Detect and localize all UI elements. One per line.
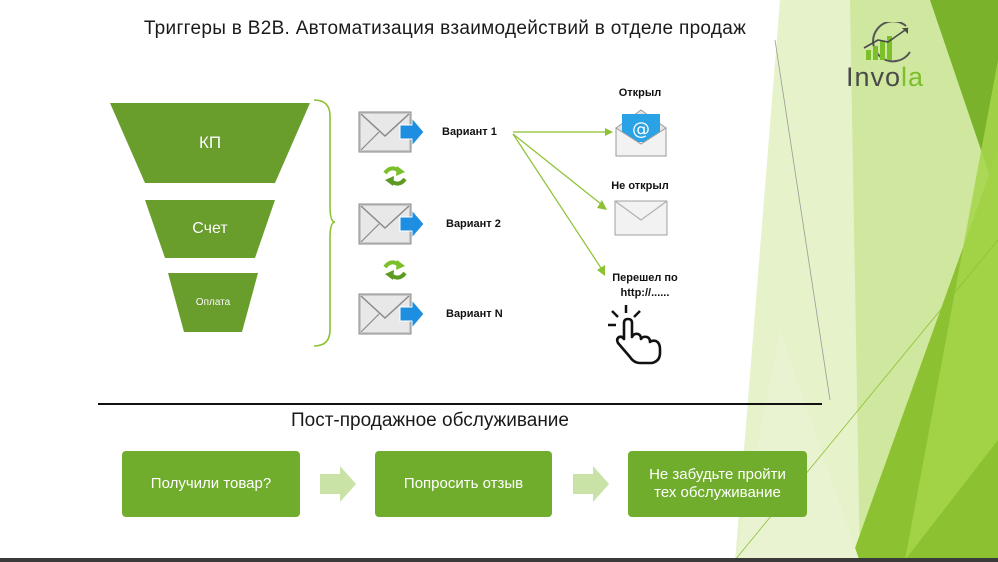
process-step-review-label: Попросить отзыв [403,475,524,492]
outcome-arrows [512,128,613,276]
email-icon-variant-n [358,293,425,335]
process-step-review: Попросить отзыв [375,451,552,517]
funnel-step-payment: Оплата [184,273,242,332]
variant-label-1: Вариант 1 [442,126,497,138]
process-arrow-2 [573,466,609,502]
cycle-icon-1 [383,166,407,186]
funnel-step-invoice: Счет [165,200,255,258]
process-step-maintenance-label: Не забудьте пройти тех обслуживание [649,466,786,501]
open-envelope-at-icon: @ [615,109,667,157]
logo-text-accent: la [901,62,925,92]
funnel [110,103,310,332]
funnel-step-payment-shape [168,273,258,332]
slide-title: Триггеры в B2B. Автоматизация взаимодейс… [143,18,747,39]
bg-thin-line-1 [774,39,831,401]
status-opened-label: Открыл [618,87,662,99]
funnel-step-payment-label: Оплата [195,297,231,308]
funnel-step-kp-label: КП [198,133,222,152]
status-not-opened-label: Не открыл [611,180,669,192]
logo [858,20,918,64]
process-arrow-1 [320,466,356,502]
status-clicked-label: Перешел по http://...... [590,271,700,301]
brace [313,99,336,347]
closed-envelope-icon [614,200,668,236]
funnel-step-invoice-label: Счет [192,220,228,237]
hand-click-icon [608,305,662,365]
bottom-bar [0,558,998,562]
svg-text:@: @ [632,119,650,140]
funnel-step-invoice-shape [145,200,275,258]
process-step-received: Получили товар? [122,451,300,517]
post-sale-title: Пост-продажное обслуживание [290,410,569,431]
bg-shape-bright [905,60,998,560]
bg-shape-dark-top [930,0,998,200]
logo-text-main: Invo [846,62,902,92]
section-divider [98,403,822,405]
status-clicked-line1: Перешел по [612,272,678,284]
email-icon-variant-1 [358,111,425,153]
process-step-maintenance: Не забудьте пройти тех обслуживание [628,451,807,517]
status-clicked-line2: http://...... [620,287,670,299]
funnel-step-kp: КП [145,103,275,183]
variant-label-n: Вариант N [446,308,503,320]
variant-label-2: Вариант 2 [446,218,501,230]
logo-text: Invola [846,62,924,93]
funnel-step-kp-shape [110,103,310,183]
cycle-icon-2 [383,260,407,280]
email-icon-variant-2 [358,203,425,245]
process-step-received-label: Получили товар? [150,475,272,492]
logo-chart-icon [863,20,911,63]
